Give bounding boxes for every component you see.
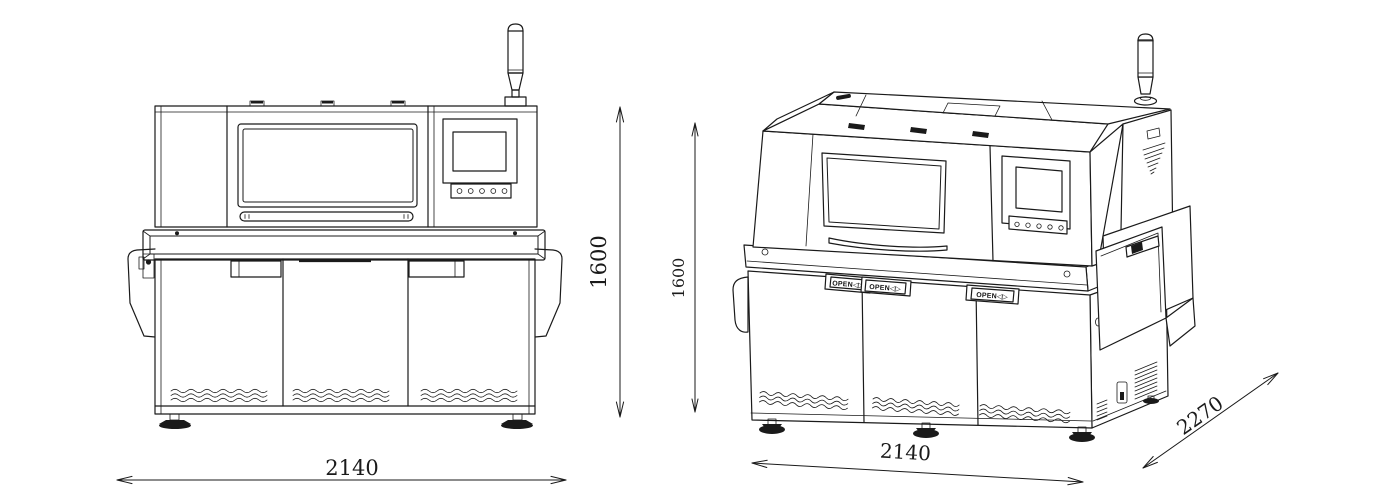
screen [1015,166,1063,213]
inspection-window-iso [821,152,947,234]
dim-label-iso-height: 1600 [669,258,688,299]
brand-logo [836,93,851,100]
panel-button [501,188,508,194]
panel-button [1025,222,1031,228]
open-label: OPEN◁▷ [869,284,902,293]
lid-latch-icon [848,123,865,130]
leveling-feet-iso [759,395,1159,442]
lid-hatch [942,102,1001,117]
side-conveyor-module [1095,205,1196,351]
door-handle [230,260,282,278]
panel-button [1058,225,1064,231]
door-handle-open: OPEN◁▷ [860,276,912,297]
panel-button [1014,221,1020,227]
conveyor-slot-iso [828,237,948,252]
door-handle-open: OPEN◁▷ [824,273,872,294]
lid-end-cap [762,91,835,132]
vent-grille [292,388,390,403]
dim-label-front-width: 2140 [325,456,378,480]
signal-tower-icon [504,23,527,107]
power-socket [1116,381,1128,404]
conveyor-slot-front [239,211,414,222]
iso-view: OPEN◁▷ OPEN◁▷ OPEN◁▷ [732,33,1196,442]
panel-button [1047,224,1053,230]
signal-tower-icon [1133,33,1158,106]
door-divider [975,285,979,426]
inspection-window-front [237,123,418,208]
panel-button [1036,223,1042,229]
dim-label-iso-depth: 2270 [1172,391,1227,440]
open-label: OPEN◁▷ [832,280,865,289]
dim-label-iso-width: 2140 [879,439,931,466]
lid-latch-icon [972,131,989,138]
side-vent-fan [1142,142,1166,175]
panel-button [467,188,474,194]
hood-front [154,100,538,228]
side-vent-grille [1096,399,1108,421]
lower-cabinet-front [154,258,536,415]
lid-latch-icon [910,127,927,134]
dim-label-front-height: 1600 [587,235,611,288]
vent-grille [170,388,268,403]
door-handle [408,260,465,278]
lid-latch-icons [249,100,406,107]
dimension-front-height: 1600 [587,106,625,418]
base-front-face: OPEN◁▷ OPEN◁▷ OPEN◁▷ [747,270,1093,429]
panel-button [456,188,463,194]
panel-button [479,188,485,194]
control-panel-front [442,118,518,199]
leveling-feet-front [159,413,533,429]
panel-button [490,188,497,194]
front-view [127,23,563,429]
lid-iso [762,91,1171,153]
side-wings-front [127,248,563,338]
screen [452,131,507,172]
door-handle-open: OPEN◁▷ [965,284,1020,305]
hood-front-iso [752,130,1093,267]
dimension-front-width: 2140 [116,456,567,485]
side-vent-grille [1134,361,1158,400]
open-label: OPEN◁▷ [976,292,1009,301]
side-bracket [138,253,155,279]
door-divider [861,277,865,423]
side-wing-iso [732,276,749,333]
side-label-plate [1146,127,1161,140]
button-strip [450,183,512,199]
dimension-iso-width: 2140 [751,439,1084,486]
button-strip [1008,215,1068,235]
dimension-iso-height: 1600 [669,122,699,413]
vent-grille [420,388,518,403]
control-panel-iso [1001,155,1071,235]
conveyor-beam-front [138,229,546,279]
